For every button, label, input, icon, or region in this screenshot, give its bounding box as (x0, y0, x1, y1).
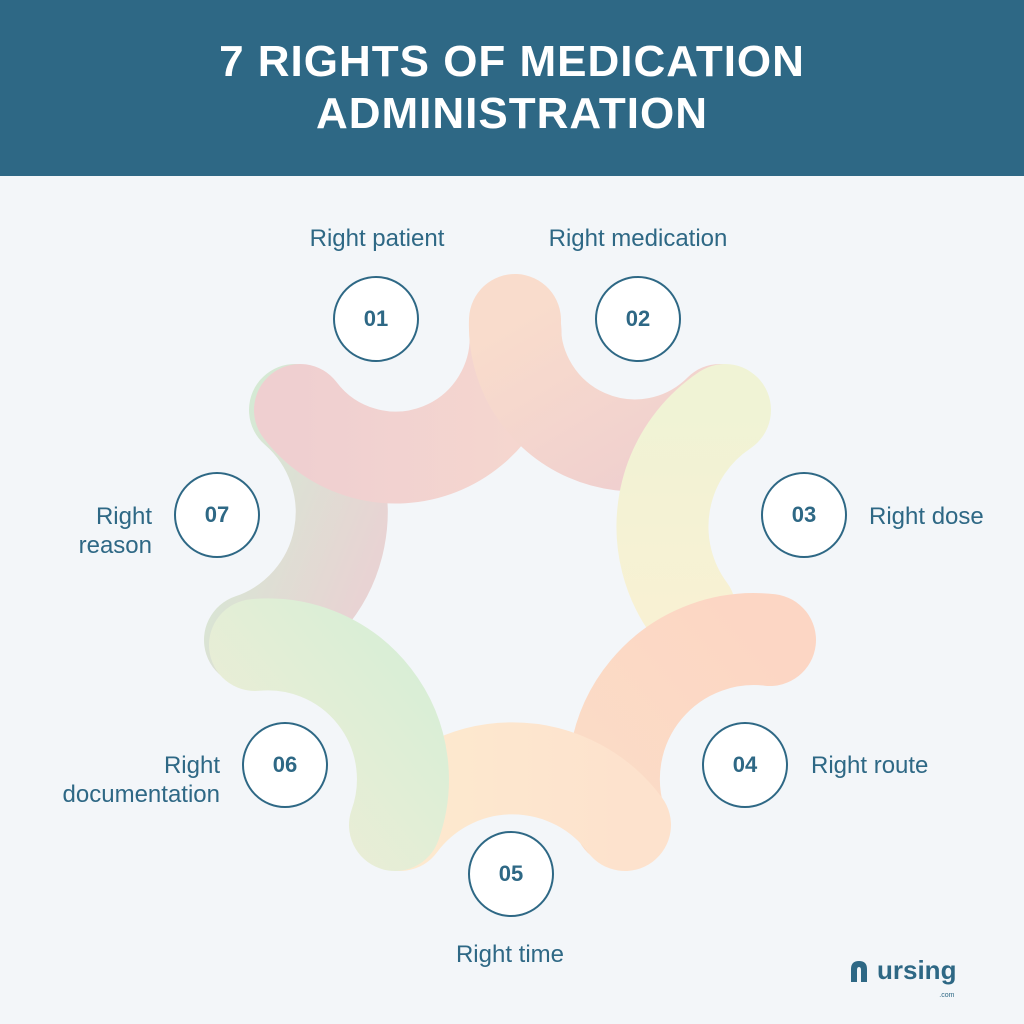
arc-segment-yellow (616, 364, 771, 656)
step-label-right-route: Right route (811, 752, 929, 779)
house-n-icon (851, 961, 867, 982)
step-badge-07: 07 (174, 472, 260, 558)
step-label-line: Right (95, 503, 152, 530)
title-banner: 7 RIGHTS OF MEDICATION ADMINISTRATION (0, 0, 1024, 176)
step-badge-03: 03 (761, 472, 847, 558)
brand-logo: ursing .com (848, 950, 958, 999)
logo-domain: .com (939, 992, 955, 999)
page-title: 7 RIGHTS OF MEDICATION ADMINISTRATION (219, 37, 805, 138)
step-badge-01: 01 (333, 276, 419, 362)
step-label-line: Right (163, 752, 220, 779)
step-label-line: documentation (62, 781, 220, 808)
step-label-line: reason (78, 532, 152, 559)
step-badge-05: 05 (468, 831, 554, 917)
step-label-right-time: Right time (455, 941, 565, 968)
step-badge-02: 02 (595, 276, 681, 362)
logo-wordmark: ursing .com (877, 955, 957, 999)
step-label-right-patient: Right patient (309, 225, 445, 252)
step-label-right-documentation: Right documentation (28, 751, 220, 809)
step-label-right-dose: Right dose (869, 503, 984, 530)
step-label-right-medication: Right medication (548, 225, 728, 252)
step-label-right-reason: Right reason (40, 502, 152, 560)
logo-text: ursing (877, 955, 957, 985)
step-badge-04: 04 (702, 722, 788, 808)
arc-segment-green (209, 598, 449, 871)
step-badge-06: 06 (242, 722, 328, 808)
arc-ribbons (204, 274, 816, 871)
